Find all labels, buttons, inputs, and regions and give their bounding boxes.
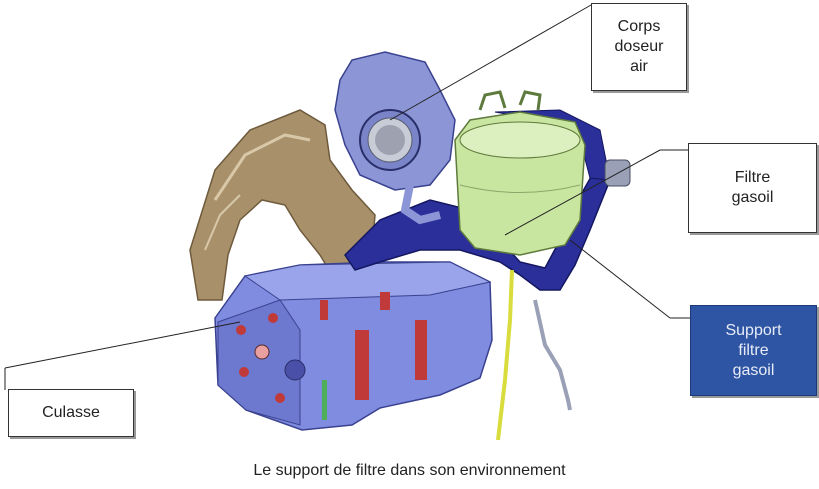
label-corps-doseur-air-text: Corps doseur air [614, 18, 664, 75]
label-culasse: Culasse [8, 389, 134, 437]
label-filtre-gasoil: Filtre gasoil [688, 143, 817, 233]
label-support-filtre-gasoil-text: Support filtre gasoil [725, 321, 782, 379]
leader-line-corps [389, 4, 592, 121]
label-filtre-gasoil-text: Filtre gasoil [731, 169, 774, 206]
label-corps-doseur-air: Corps doseur air [591, 3, 687, 91]
label-culasse-text: Culasse [42, 404, 100, 421]
figure-caption: Le support de filtre dans son environnem… [253, 462, 566, 479]
label-support-filtre-gasoil: Support filtre gasoil [690, 305, 817, 396]
fuel-line [496, 269, 514, 441]
